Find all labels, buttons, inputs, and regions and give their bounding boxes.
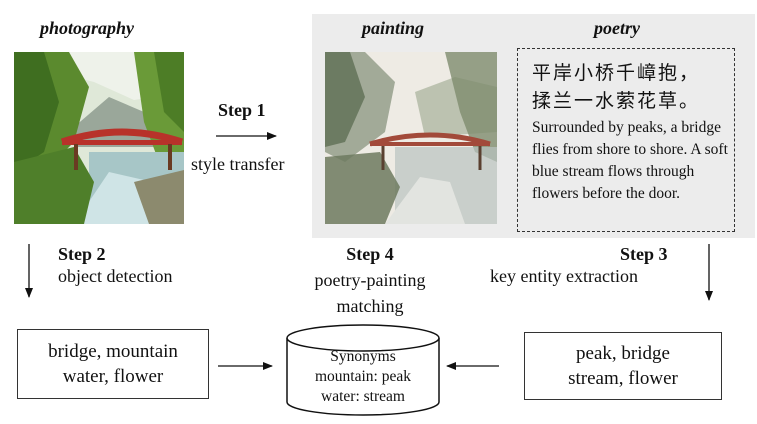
poem-chinese-line-2: 揉兰一水萦花草。 [532, 90, 701, 112]
extracted-entities-box: peak, bridge stream, flower [524, 332, 722, 400]
extracted-entities-line-2: stream, flower [568, 368, 678, 389]
poem-box: 平岸小桥千嶂抱， 揉兰一水萦花草。 Surrounded by peaks, a… [517, 48, 735, 232]
step4-label-line1: poetry-painting [314, 270, 426, 290]
step4-label-line2: matching [336, 296, 404, 316]
database-line-2: mountain: peak [315, 368, 411, 385]
step3-label: key entity extraction [490, 266, 638, 286]
step1-label: style transfer [191, 154, 285, 174]
painting-header: painting [362, 18, 425, 38]
detected-objects-box: bridge, mountain water, flower [17, 329, 209, 399]
synonyms-database-icon [286, 324, 440, 416]
poem-chinese-line-1: 平岸小桥千嶂抱， [532, 62, 701, 84]
step2-label: object detection [58, 266, 173, 286]
style-transferred-painting [325, 52, 497, 224]
detected-objects-line-1: bridge, mountain [48, 341, 178, 362]
bridge-photograph [14, 52, 184, 224]
step4-title: Step 4 [346, 244, 394, 264]
poem-english-translation: Surrounded by peaks, a bridge flies from… [532, 119, 728, 202]
poetry-header: poetry [594, 18, 640, 38]
database-text: Synonyms mountain: peak water: stream [287, 347, 439, 407]
photography-header: photography [40, 18, 135, 38]
database-line-3: water: stream [321, 388, 405, 405]
step3-title: Step 3 [620, 244, 668, 264]
detected-objects-line-2: water, flower [62, 366, 164, 387]
extracted-entities-line-1: peak, bridge [576, 343, 670, 364]
step1-title: Step 1 [218, 100, 266, 120]
database-line-1: Synonyms [330, 348, 396, 365]
step2-title: Step 2 [58, 244, 106, 264]
